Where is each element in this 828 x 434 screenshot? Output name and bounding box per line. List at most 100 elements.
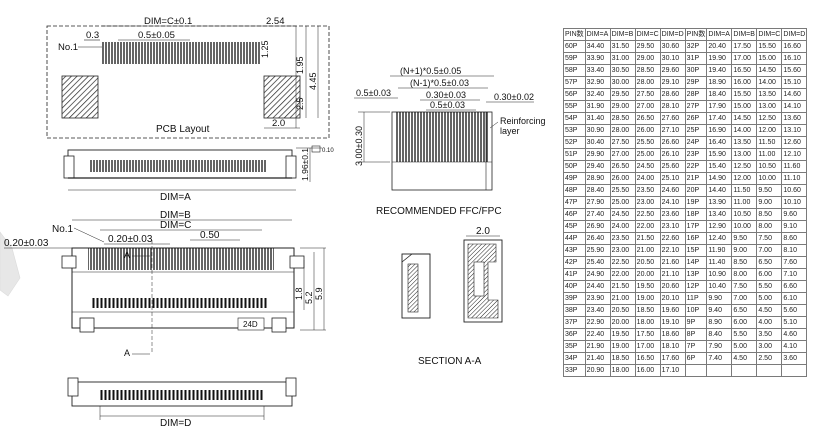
table-cell: 25.50 [609,184,636,197]
pcb-dim-20: 2.0 [272,118,285,129]
table-cell: 7.50 [731,280,758,293]
table-header-cell: DIM=C [756,28,783,41]
table-cell: 30.00 [609,76,636,89]
table-cell: 6.10 [781,292,808,305]
table-cell: 17.50 [731,40,758,53]
table-cell: 13P [684,268,708,281]
pcb-pitch-05: 0.5±0.05 [138,30,175,41]
table-cell: 12.60 [781,136,808,149]
table-cell: 51P [563,148,586,161]
table-cell: 8.90 [706,316,733,329]
table-cell: 60P [563,40,586,53]
table-cell: 16.50 [731,64,758,77]
table-cell: 19.00 [609,340,636,353]
table-cell: 11.50 [756,136,783,149]
table-cell: 22P [684,160,708,173]
table-cell: 11.10 [781,172,808,185]
table-cell: 12.00 [731,172,758,185]
table-cell: 12.50 [756,112,783,125]
table-cell: 12.10 [781,148,808,161]
table-cell: 11.60 [781,160,808,173]
table-cell [781,364,808,377]
table-cell: 27.10 [659,124,686,137]
table-cell: 18.10 [659,340,686,353]
section-dim-20: 2.0 [476,226,490,237]
table-cell: 9.00 [731,244,758,257]
top-dim-52: 5.2 [304,291,314,304]
table-cell: 11P [684,292,708,305]
table-cell: 22.10 [659,244,686,257]
table-cell: 26.50 [634,112,661,125]
section-mark-top: A [124,250,130,260]
table-cell: 25.00 [609,196,636,209]
table-cell: 12.40 [706,232,733,245]
table-cell: 15.90 [706,148,733,161]
table-cell: 25.60 [659,160,686,173]
pcb-dim-c-label: DIM=C±0.1 [144,16,192,27]
ffc-layer-label: layer [500,126,520,136]
part-label-24d: 24D [243,320,258,329]
pcb-dim-195: 1.95 [295,56,305,74]
table-cell: 16.50 [634,352,661,365]
table-cell: 15.40 [706,160,733,173]
ffc-view: (N+1)*0.5±0.05 (N-1)*0.5±0.03 0.30±0.03 … [354,66,546,217]
table-cell: 17.90 [706,100,733,113]
table-cell: 58P [563,64,586,77]
top-dim-050: 0.50 [200,230,220,241]
table-cell: 13.50 [731,136,758,149]
front-dim-196: 1.96±0.1 [300,148,310,181]
top-dim-59: 5.9 [314,287,324,300]
table-cell: 13.10 [781,124,808,137]
table-cell: 3.00 [756,340,783,353]
table-cell: 47P [563,196,586,209]
ffc-reinforcing-label: Reinforcing [500,116,546,126]
table-cell: 23P [684,148,708,161]
table-cell: 6.50 [731,304,758,317]
table-cell: 10.00 [731,220,758,233]
top-dim-b: DIM=B [160,210,191,221]
ffc-dim-n1: (N+1)*0.5±0.05 [400,66,461,76]
table-cell: 24.00 [634,172,661,185]
table-cell: 9.50 [756,184,783,197]
table-cell: 14.50 [731,112,758,125]
table-cell: 19.40 [706,64,733,77]
table-cell: 50P [563,160,586,173]
ffc-dim-030-right: 0.30±0.02 [494,92,534,102]
table-cell: 8.50 [731,256,758,269]
table-cell: 5.00 [756,292,783,305]
table-cell: 31P [684,52,708,65]
table-cell: 8.40 [706,328,733,341]
table-cell [756,364,783,377]
table-cell: 16.40 [706,136,733,149]
table-cell: 16.90 [706,124,733,137]
table-cell: 10P [684,304,708,317]
table-cell: 19.90 [706,52,733,65]
table-cell: 24.00 [609,220,636,233]
table-cell: 16P [684,232,708,245]
table-cell: 52P [563,136,586,149]
table-cell: 22.00 [609,268,636,281]
section-mark-bottom: A [124,348,130,358]
table-cell: 29.90 [584,148,611,161]
table-cell: 13.90 [706,196,733,209]
table-cell: 10.60 [781,184,808,197]
pcb-no1-label: No.1 [58,42,78,53]
pcb-dim-445: 4.45 [308,72,318,90]
table-cell: 28.00 [634,76,661,89]
table-cell [706,364,733,377]
table-cell: 23.00 [634,196,661,209]
table-cell: 11.40 [706,256,733,269]
table-cell: 26.40 [584,232,611,245]
table-cell: 26.10 [659,148,686,161]
table-cell: 9.10 [781,220,808,233]
